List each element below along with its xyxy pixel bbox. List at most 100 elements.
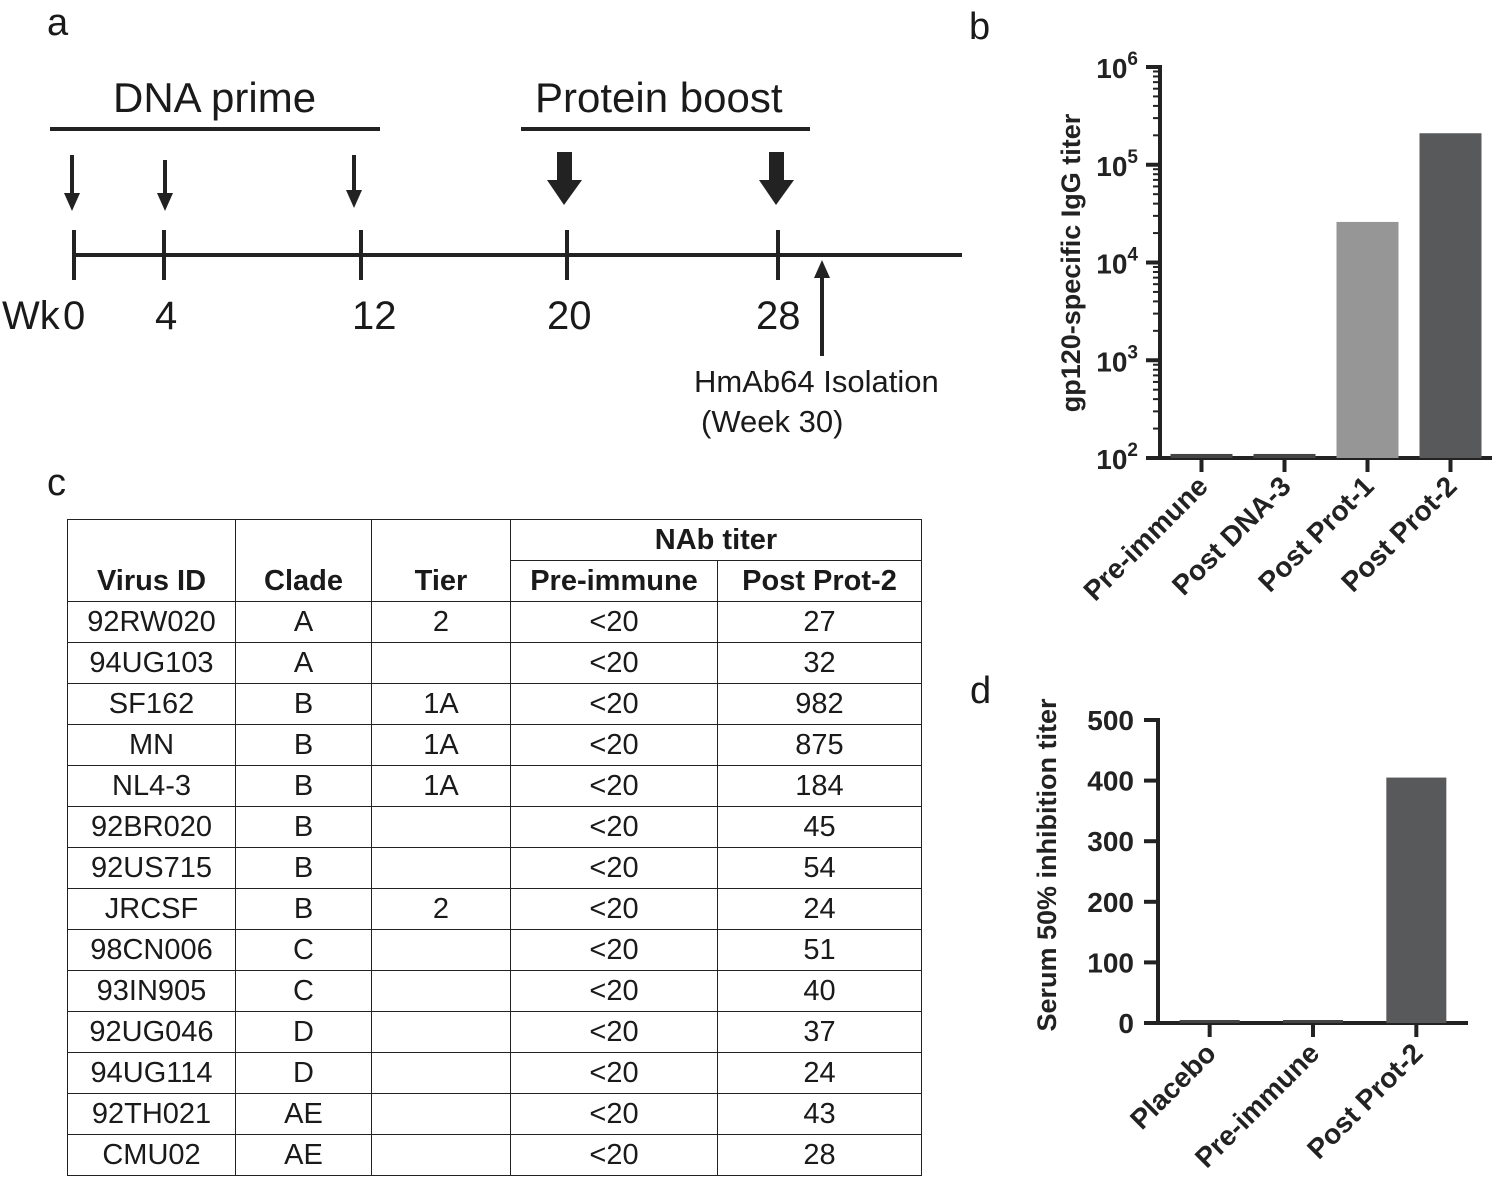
cell-tier: 2 bbox=[371, 601, 511, 643]
protein-arrow bbox=[759, 152, 794, 205]
cell-clade: B bbox=[235, 888, 372, 930]
cell-virus-id: 94UG103 bbox=[67, 642, 236, 684]
isolation-week-label: (Week 30) bbox=[701, 404, 844, 439]
cell-pre-immune-titer: <20 bbox=[510, 888, 718, 930]
bar bbox=[1386, 777, 1447, 1023]
dna-arrow bbox=[346, 155, 362, 208]
cell-virus-id: 94UG114 bbox=[67, 1052, 236, 1094]
bar bbox=[1283, 1020, 1343, 1023]
cell-clade: A bbox=[235, 642, 372, 684]
cell-clade: A bbox=[235, 601, 372, 643]
cell-virus-id: CMU02 bbox=[67, 1134, 236, 1176]
timeline-graphic bbox=[50, 127, 962, 356]
cell-pre-immune-titer: <20 bbox=[510, 970, 718, 1012]
cell-pre-immune-titer: <20 bbox=[510, 724, 718, 766]
isolation-arrow bbox=[814, 260, 830, 356]
cell-post-prot-2-titer: 982 bbox=[717, 683, 922, 725]
week-label: 0 bbox=[63, 294, 86, 338]
cell-pre-immune-titer: <20 bbox=[510, 929, 718, 971]
protein-boost-label: Protein boost bbox=[535, 74, 783, 121]
cell-post-prot-2-titer: 875 bbox=[717, 724, 922, 766]
cell-post-prot-2-titer: 24 bbox=[717, 888, 922, 930]
bar bbox=[1336, 221, 1399, 458]
week-label: 12 bbox=[352, 294, 397, 338]
y-tick-label: 103 bbox=[1096, 342, 1138, 377]
cell-post-prot-2-titer: 51 bbox=[717, 929, 922, 971]
panel-label-d: d bbox=[970, 670, 992, 712]
cell-virus-id: 92US715 bbox=[67, 847, 236, 889]
col-header-virus-id: Virus ID bbox=[67, 519, 236, 602]
cell-virus-id: 92RW020 bbox=[67, 601, 236, 643]
y-tick-label: 400 bbox=[1087, 766, 1134, 797]
group-header-nab-titer: NAb titer bbox=[510, 519, 922, 561]
y-tick-label: 500 bbox=[1087, 705, 1134, 736]
cell-tier: 2 bbox=[371, 888, 511, 930]
y-axis-label: Serum 50% inhibition titer bbox=[1032, 698, 1062, 1032]
bar bbox=[1253, 453, 1316, 458]
cell-clade: AE bbox=[235, 1093, 372, 1135]
cell-pre-immune-titer: <20 bbox=[510, 683, 718, 725]
cell-post-prot-2-titer: 45 bbox=[717, 806, 922, 848]
cell-pre-immune-titer: <20 bbox=[510, 765, 718, 807]
cell-clade: AE bbox=[235, 1134, 372, 1176]
cell-clade: B bbox=[235, 765, 372, 807]
y-tick-label: 105 bbox=[1096, 147, 1138, 182]
y-tick-label: 102 bbox=[1096, 440, 1138, 475]
week-label: 20 bbox=[547, 294, 592, 338]
cell-pre-immune-titer: <20 bbox=[510, 847, 718, 889]
y-axis-label: gp120-specific IgG titer bbox=[1056, 113, 1086, 412]
col-header-clade: Clade bbox=[235, 519, 372, 602]
cell-post-prot-2-titer: 54 bbox=[717, 847, 922, 889]
col-header-pre-immune: Pre-immune bbox=[510, 560, 718, 602]
cell-tier bbox=[371, 642, 511, 684]
cell-tier: 1A bbox=[371, 724, 511, 766]
cell-clade: D bbox=[235, 1052, 372, 1094]
cell-tier: 1A bbox=[371, 683, 511, 725]
dna-arrow bbox=[64, 155, 80, 211]
cell-virus-id: NL4-3 bbox=[67, 765, 236, 807]
cell-pre-immune-titer: <20 bbox=[510, 806, 718, 848]
cell-virus-id: 92TH021 bbox=[67, 1093, 236, 1135]
dna-arrow bbox=[157, 160, 173, 211]
cell-clade: B bbox=[235, 683, 372, 725]
y-tick-label: 104 bbox=[1096, 245, 1138, 280]
cell-post-prot-2-titer: 27 bbox=[717, 601, 922, 643]
nab-titer-table: Virus ID Clade Tier NAb titer Pre-immune… bbox=[67, 519, 922, 1176]
x-tick-label: Placebo bbox=[1124, 1037, 1222, 1135]
bar bbox=[1170, 453, 1233, 458]
cell-pre-immune-titer: <20 bbox=[510, 1134, 718, 1176]
panel-label-b: b bbox=[969, 6, 991, 48]
cell-virus-id: JRCSF bbox=[67, 888, 236, 930]
bar bbox=[1179, 1020, 1240, 1023]
week-label: 4 bbox=[155, 294, 178, 338]
week-prefix: Wk bbox=[2, 294, 60, 338]
cell-virus-id: SF162 bbox=[67, 683, 236, 725]
cell-pre-immune-titer: <20 bbox=[510, 1011, 718, 1053]
week-label: 28 bbox=[756, 294, 801, 338]
panel-label-c: c bbox=[47, 462, 66, 504]
cell-post-prot-2-titer: 28 bbox=[717, 1134, 922, 1176]
cell-virus-id: 98CN006 bbox=[67, 929, 236, 971]
cell-post-prot-2-titer: 184 bbox=[717, 765, 922, 807]
y-tick-label: 200 bbox=[1087, 887, 1134, 918]
cell-virus-id: 92UG046 bbox=[67, 1011, 236, 1053]
y-tick-label: 106 bbox=[1096, 49, 1138, 84]
cell-virus-id: 92BR020 bbox=[67, 806, 236, 848]
cell-virus-id: 93IN905 bbox=[67, 970, 236, 1012]
cell-clade: B bbox=[235, 847, 372, 889]
panel-label-a: a bbox=[47, 2, 69, 44]
cell-post-prot-2-titer: 43 bbox=[717, 1093, 922, 1135]
y-tick-label: 300 bbox=[1087, 826, 1134, 857]
cell-clade: B bbox=[235, 724, 372, 766]
